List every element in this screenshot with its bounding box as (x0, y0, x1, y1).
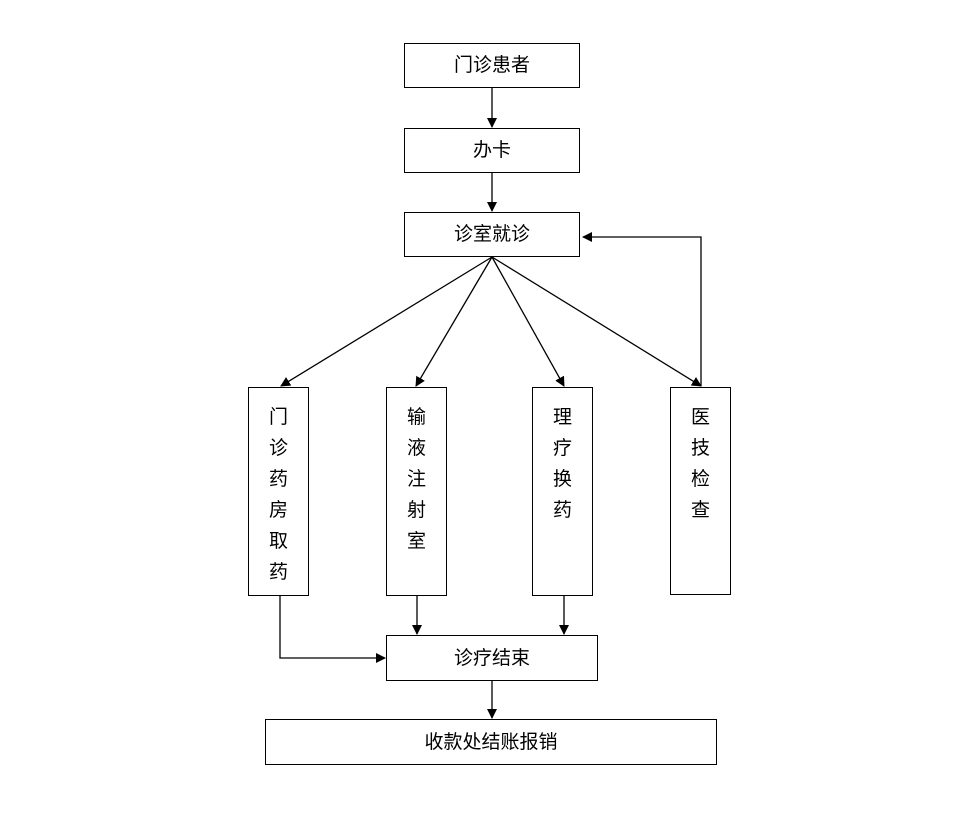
node-outpatient: 门诊患者 (404, 43, 580, 88)
arrow-medtech-back-to-consult (582, 232, 702, 386)
node-infusion-char: 液 (406, 437, 426, 459)
node-consultation: 诊室就诊 (404, 212, 580, 257)
node-medtech-char: 医 (690, 406, 710, 428)
node-checkout-reimburse-label: 收款处结账报销 (424, 730, 558, 753)
node-get-card-label: 办卡 (472, 139, 511, 161)
node-treatment-end-label: 诊疗结束 (453, 646, 530, 669)
node-infusion-room: 输 液 注 射 室 (386, 387, 447, 596)
node-medical-tech-exam: 医 技 检 查 (670, 387, 731, 595)
node-therapy: 理 疗 换 药 (532, 387, 593, 596)
arrow-consult-to-medtech (491, 256, 702, 387)
node-treatment-end: 诊疗结束 (386, 635, 598, 681)
node-infusion-char: 室 (406, 530, 426, 552)
arrow-consult-to-pharmacy (280, 256, 493, 387)
node-infusion-char: 射 (406, 499, 426, 521)
arrow-consult-to-therapy (491, 256, 565, 387)
arrow-consult-to-infusion (415, 256, 493, 387)
node-medtech-char: 检 (690, 468, 710, 490)
node-medtech-char: 技 (690, 437, 710, 459)
node-pharmacy-char: 房 (268, 499, 288, 521)
arrow-pharmacy-to-end (279, 596, 386, 663)
node-therapy-char: 理 (552, 406, 572, 428)
node-get-card: 办卡 (404, 128, 580, 173)
node-pharmacy: 门 诊 药 房 取 药 (248, 387, 309, 596)
node-pharmacy-char: 取 (268, 530, 288, 552)
node-consultation-label: 诊室就诊 (453, 223, 530, 245)
node-pharmacy-char: 门 (268, 406, 288, 428)
node-outpatient-label: 门诊患者 (453, 54, 530, 76)
node-pharmacy-char: 药 (268, 468, 288, 490)
node-therapy-char: 疗 (552, 437, 572, 459)
node-medtech-char: 查 (690, 499, 710, 521)
node-therapy-char: 药 (552, 499, 572, 521)
node-pharmacy-char: 药 (268, 561, 288, 583)
node-therapy-char: 换 (552, 468, 572, 490)
node-pharmacy-char: 诊 (268, 437, 288, 459)
node-checkout-reimburse: 收款处结账报销 (265, 719, 717, 765)
node-infusion-char: 输 (406, 406, 426, 428)
node-infusion-char: 注 (406, 468, 426, 490)
